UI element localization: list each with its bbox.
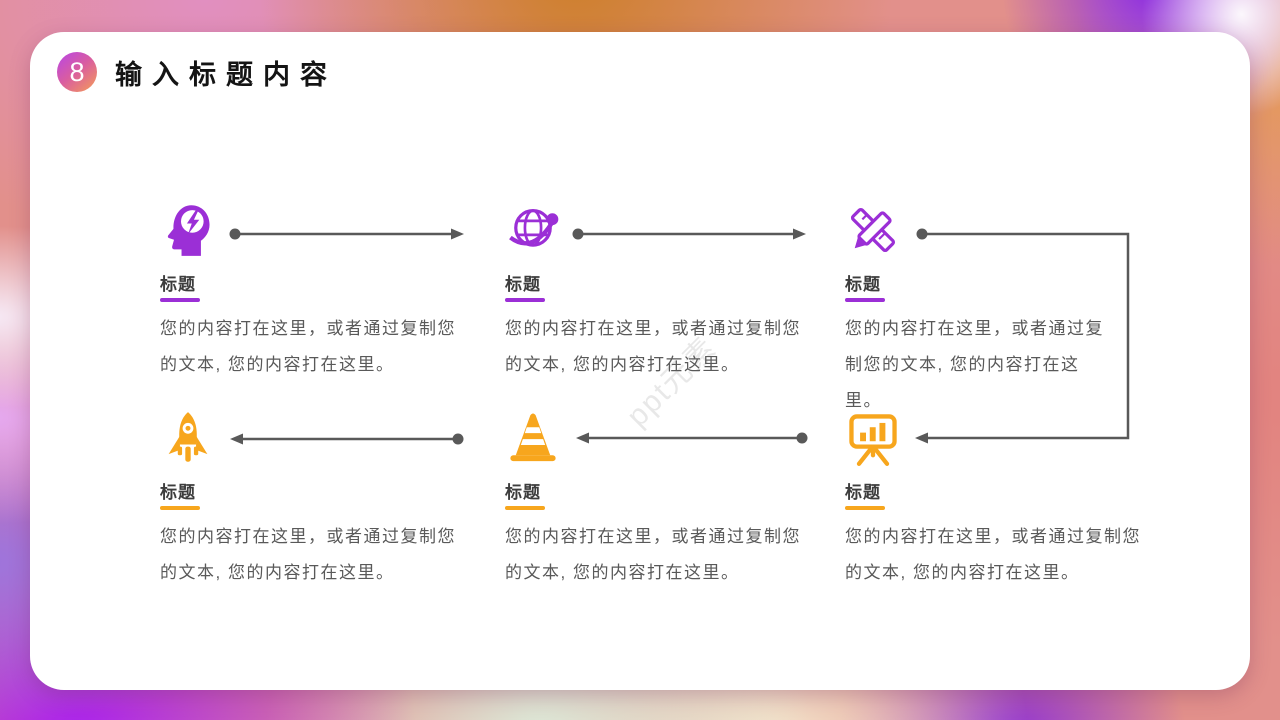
accent-underline [845,506,885,510]
item-body: 您的内容打在这里，或者通过复制您的文本, 您的内容打在这里。 [845,319,1104,410]
step-item-5: 标题 您的内容打在这里，或者通过复制您的文本, 您的内容打在这里。 [505,410,805,591]
accent-underline [845,298,885,302]
traffic-cone-icon [505,410,805,466]
accent-underline [505,298,545,302]
step-item-6: 标题 您的内容打在这里，或者通过复制您的文本, 您的内容打在这里。 [845,410,1145,591]
page-title: 输入标题内容 [115,59,337,90]
item-title: 标题 [505,275,541,294]
item-title: 标题 [845,483,881,502]
item-body: 您的内容打在这里，或者通过复制您的文本, 您的内容打在这里。 [505,527,801,582]
slide-card: 8 输入标题内容 ppt元素 [30,32,1250,690]
item-body: 您的内容打在这里，或者通过复制您的文本, 您的内容打在这里。 [160,527,456,582]
step-item-2: 标题 您的内容打在这里，或者通过复制您的文本, 您的内容打在这里。 [505,202,805,383]
section-number-badge: 8 [57,52,97,92]
pencil-ruler-icon [845,202,1113,258]
presentation-chart-icon [845,410,1145,466]
item-title: 标题 [160,483,196,502]
step-item-1: 标题 您的内容打在这里，或者通过复制您的文本, 您的内容打在这里。 [160,202,460,383]
item-title: 标题 [505,483,541,502]
accent-underline [160,298,200,302]
item-title: 标题 [160,275,196,294]
globe-orbit-icon [505,202,805,258]
step-item-3: 标题 您的内容打在这里，或者通过复制您的文本, 您的内容打在这里。 [845,202,1113,419]
step-item-4: 标题 您的内容打在这里，或者通过复制您的文本, 您的内容打在这里。 [160,410,460,591]
item-body: 您的内容打在这里，或者通过复制您的文本, 您的内容打在这里。 [505,319,801,374]
item-title: 标题 [845,275,881,294]
slide-header: 8 输入标题内容 [57,52,337,92]
item-body: 您的内容打在这里，或者通过复制您的文本, 您的内容打在这里。 [845,527,1141,582]
head-lightning-icon [160,202,460,258]
item-body: 您的内容打在这里，或者通过复制您的文本, 您的内容打在这里。 [160,319,456,374]
rocket-icon [160,410,460,466]
accent-underline [505,506,545,510]
accent-underline [160,506,200,510]
